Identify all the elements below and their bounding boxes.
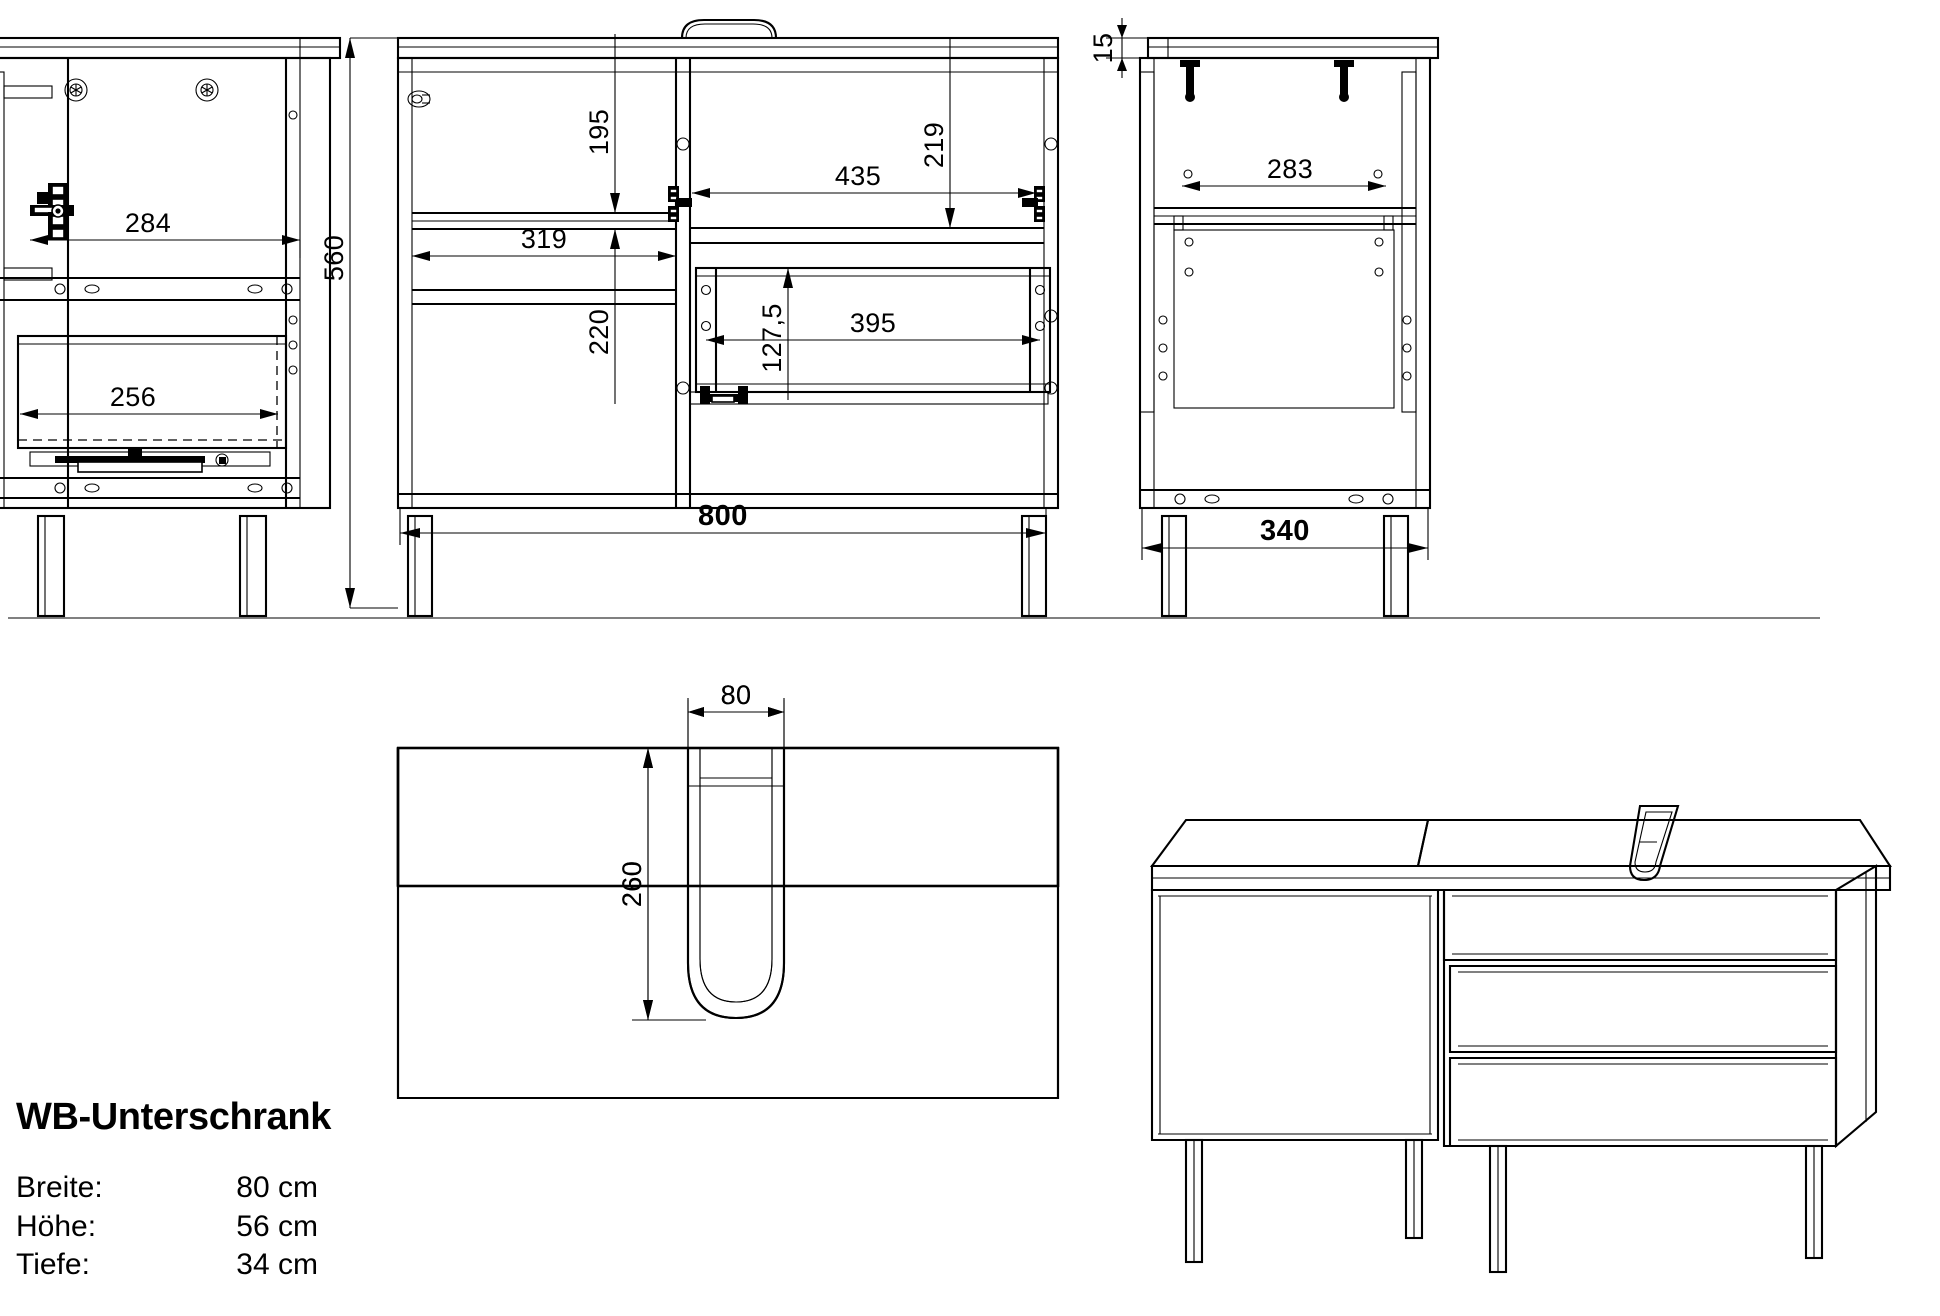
spec-label-breite: Breite: <box>16 1171 103 1204</box>
door-catch-icon <box>407 90 431 108</box>
screw-cap-icon <box>64 78 88 102</box>
view-left-side: 284 256 <box>0 36 342 618</box>
table-row: Tiefe: 34 cm <box>16 1247 318 1286</box>
screw-icon <box>1334 60 1354 102</box>
left-view-legs <box>36 514 268 618</box>
dimension-256: 256 <box>20 382 278 419</box>
view-front: 560 195 220 319 <box>319 18 1060 618</box>
dimension-label-127-5: 127,5 <box>757 303 787 373</box>
dimension-219: 219 <box>919 38 955 228</box>
dimension-label-195: 195 <box>584 109 614 155</box>
page-title: WB-Unterschrank <box>16 1096 331 1138</box>
dimension-label-260-overlay: 260 <box>617 861 647 907</box>
front-left-shelf <box>412 211 676 231</box>
dimension-319: 319 <box>412 224 676 261</box>
spec-label-tiefe: Tiefe: <box>16 1248 90 1282</box>
dimension-560: 560 <box>319 37 398 609</box>
dimension-label-219: 219 <box>919 122 949 168</box>
dimension-label-220: 220 <box>584 309 614 355</box>
dimension-label-800: 800 <box>698 500 748 532</box>
dimension-195: 195 <box>584 34 620 213</box>
spec-value-tiefe: 34 cm <box>236 1248 318 1282</box>
left-view-drawer-runner <box>29 449 271 473</box>
front-right-upper-shelf <box>690 226 1044 245</box>
dimension-label-560: 560 <box>319 235 349 281</box>
hinge-plate-icon <box>30 183 74 240</box>
dimension-label-395: 395 <box>850 308 896 338</box>
dimension-284: 284 <box>30 208 301 258</box>
left-view-bottom-rail <box>0 476 300 500</box>
dimension-label-260: 260 <box>617 861 647 907</box>
right-view-legs <box>1160 514 1410 618</box>
dimension-260-overlay: 260 <box>617 747 706 1021</box>
screw-icon <box>1180 60 1200 102</box>
perspective-legs <box>1184 1138 1824 1274</box>
title-block: WB-Unterschrank Breite: 80 cm Höhe: 56 c… <box>16 1098 536 1286</box>
screw-cap-icon <box>195 78 219 102</box>
view-top-plan: 80 260 <box>396 680 1060 1021</box>
left-view-rail <box>0 276 300 302</box>
basin-cutout-3d <box>1628 804 1680 882</box>
dimension-395: 395 <box>706 308 1040 345</box>
dimension-220: 220 <box>584 229 620 404</box>
spec-label-hoehe: Höhe: <box>16 1209 97 1243</box>
dimension-label-283: 283 <box>1267 154 1313 184</box>
dimension-label-256: 256 <box>110 382 156 412</box>
top-plan-outline <box>396 746 1060 1100</box>
dimension-340: 340 <box>1141 508 1429 560</box>
table-row: Höhe: 56 cm <box>16 1209 318 1248</box>
dimension-80-overlay: 80 <box>687 680 785 752</box>
dimension-label-435: 435 <box>835 161 881 191</box>
front-drawer-runner <box>689 386 1049 405</box>
front-bottom-rail <box>398 492 1058 510</box>
dimension-label-80-overlay: 80 <box>721 680 752 710</box>
dimension-label-284: 284 <box>125 208 171 238</box>
spec-value-breite: 80 cm <box>236 1171 318 1204</box>
table-row: Breite: 80 cm <box>16 1170 318 1209</box>
dimension-800: 800 <box>399 500 1047 545</box>
spec-value-hoehe: 56 cm <box>236 1209 318 1243</box>
view-right-side: 15 283 340 <box>1088 18 1440 618</box>
front-left-lower-shelf <box>412 288 676 306</box>
front-right-drawer-box <box>694 266 1052 394</box>
right-view-shelf <box>1154 206 1416 231</box>
dimension-127-5: 127,5 <box>757 268 793 400</box>
dimension-label-340: 340 <box>1260 515 1310 547</box>
hinge-icon <box>668 186 692 222</box>
dimension-label-80: 80 <box>721 680 752 710</box>
right-view-bottom-rail <box>1140 488 1430 510</box>
dimension-label-15: 15 <box>1088 33 1118 64</box>
dimension-283: 283 <box>1182 154 1386 191</box>
specification-table: Breite: 80 cm Höhe: 56 cm Tiefe: 34 cm <box>16 1170 318 1286</box>
dimension-15: 15 <box>1088 18 1148 78</box>
right-view-dowels <box>1158 169 1412 381</box>
dimension-435: 435 <box>692 161 1036 198</box>
hinge-icon <box>1022 186 1045 222</box>
dimension-label-319: 319 <box>521 224 567 254</box>
view-perspective <box>1149 804 1892 1274</box>
left-view-drawer-box <box>16 334 288 450</box>
